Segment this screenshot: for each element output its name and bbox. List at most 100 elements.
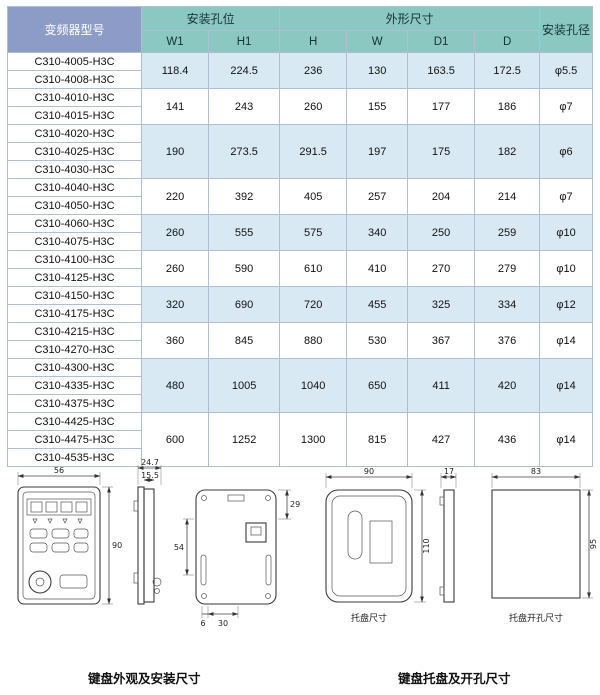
dim-cell: 186 [474,88,541,125]
model-cell: C310-4050-H3C [6,196,143,215]
header-w1: W1 [141,30,210,53]
dim-cell: 204 [407,178,476,215]
keypad-rear-view: 29 54 6 30 [174,489,300,628]
model-cell: C310-4008-H3C [6,70,143,89]
keypad-front-view: 56 90 [17,466,122,605]
dim-cell: 720 [279,286,348,323]
dim-cell: 600 [141,412,210,467]
model-cell: C310-4300-H3C [6,358,143,377]
dim-cell: 175 [407,124,476,179]
dim-cell: 367 [407,322,476,359]
dim-cell: 257 [346,178,409,215]
header-w: W [346,30,409,53]
tray-side-view: 17 [439,467,457,603]
dim-cell: 590 [208,250,281,287]
header-hole-diameter: 安装孔径 [539,6,593,53]
dim-cell: 360 [141,322,210,359]
dim-cell: 224.5 [208,52,281,89]
dim-tray-height: 110 [422,538,431,553]
dim-cell: 480 [141,358,210,413]
dim-cell: 405 [279,178,348,215]
dim-cell: 182 [474,124,541,179]
table-row: C310-4375-H3C [6,394,593,413]
hole-cell: φ12 [539,286,593,323]
dim-cell: 420 [474,358,541,413]
dim-cell: 155 [346,88,409,125]
header-d1: D1 [407,30,476,53]
table-row: C310-4025-H3C [6,142,593,161]
header-mounting-holes: 安装孔位 [141,6,281,31]
hole-cell: φ7 [539,88,593,125]
dim-cell: 340 [346,214,409,251]
table-row: C310-4050-H3C [6,196,593,215]
model-cell: C310-4025-H3C [6,142,143,161]
dim-cell: 250 [407,214,476,251]
dim-rear-top: 29 [290,500,300,509]
header-model-column: 变频器型号 [6,6,143,53]
table-header: 变频器型号 安装孔位 外形尺寸 安装孔径 W1 H1 H W D1 D [6,6,593,53]
model-cell: C310-4335-H3C [6,376,143,395]
header-h1: H1 [208,30,281,53]
dim-cell: 273.5 [208,124,281,179]
dim-cell: 1300 [279,412,348,467]
hole-cell: φ6 [539,124,593,179]
header-d: D [474,30,541,53]
header-outline-dims: 外形尺寸 [279,6,541,31]
model-cell: C310-4425-H3C [6,412,143,431]
panel-cutout-view: 83 95 托盘开孔尺寸 [491,467,598,624]
model-cell: C310-4535-H3C [6,448,143,467]
table-row: C310-4270-H3C [6,340,593,359]
dim-cell: 260 [141,214,210,251]
dim-cell: 260 [279,88,348,125]
table-row: C310-4008-H3C [6,70,593,89]
dim-cell: 320 [141,286,210,323]
model-cell: C310-4060-H3C [6,214,143,233]
dim-cell: 325 [407,286,476,323]
dim-cell: 1252 [208,412,281,467]
tray-front-view: 90 110 托盘尺寸 [325,467,431,624]
dim-cell: 279 [474,250,541,287]
dim-cutout-width: 83 [531,467,541,476]
dim-cell: 130 [346,52,409,89]
dim-cell: 214 [474,178,541,215]
dim-cell: 291.5 [279,124,348,179]
dim-keypad-inner-depth: 15.5 [141,471,159,480]
dim-cell: 436 [474,412,541,467]
dim-cell: 610 [279,250,348,287]
dim-cell: 845 [208,322,281,359]
dim-cell: 270 [407,250,476,287]
table-row: C310-4125-H3C [6,268,593,287]
table-row: C310-4475-H3C [6,430,593,449]
dim-cell: 236 [279,52,348,89]
header-h: H [279,30,348,53]
model-cell: C310-4100-H3C [6,250,143,269]
model-cell: C310-4040-H3C [6,178,143,197]
dim-cell: 190 [141,124,210,179]
dim-rear-mid: 54 [174,543,184,552]
table-row: C310-4535-H3C [6,448,593,467]
model-cell: C310-4375-H3C [6,394,143,413]
dim-keypad-depth: 24.7 [141,458,159,467]
dim-rear-offset: 6 [200,619,205,628]
model-cell: C310-4015-H3C [6,106,143,125]
dimension-spec-table: 变频器型号 安装孔位 外形尺寸 安装孔径 W1 H1 H W D1 D C310… [6,6,593,467]
model-cell: C310-4020-H3C [6,124,143,143]
hole-cell: φ14 [539,358,593,413]
hole-cell: φ14 [539,412,593,467]
dim-cell: 118.4 [141,52,210,89]
dim-cell: 376 [474,322,541,359]
dim-cell: 177 [407,88,476,125]
dim-cell: 650 [346,358,409,413]
dim-cell: 815 [346,412,409,467]
dim-tray-depth: 17 [444,467,454,476]
table-row: C310-4015-H3C [6,106,593,125]
